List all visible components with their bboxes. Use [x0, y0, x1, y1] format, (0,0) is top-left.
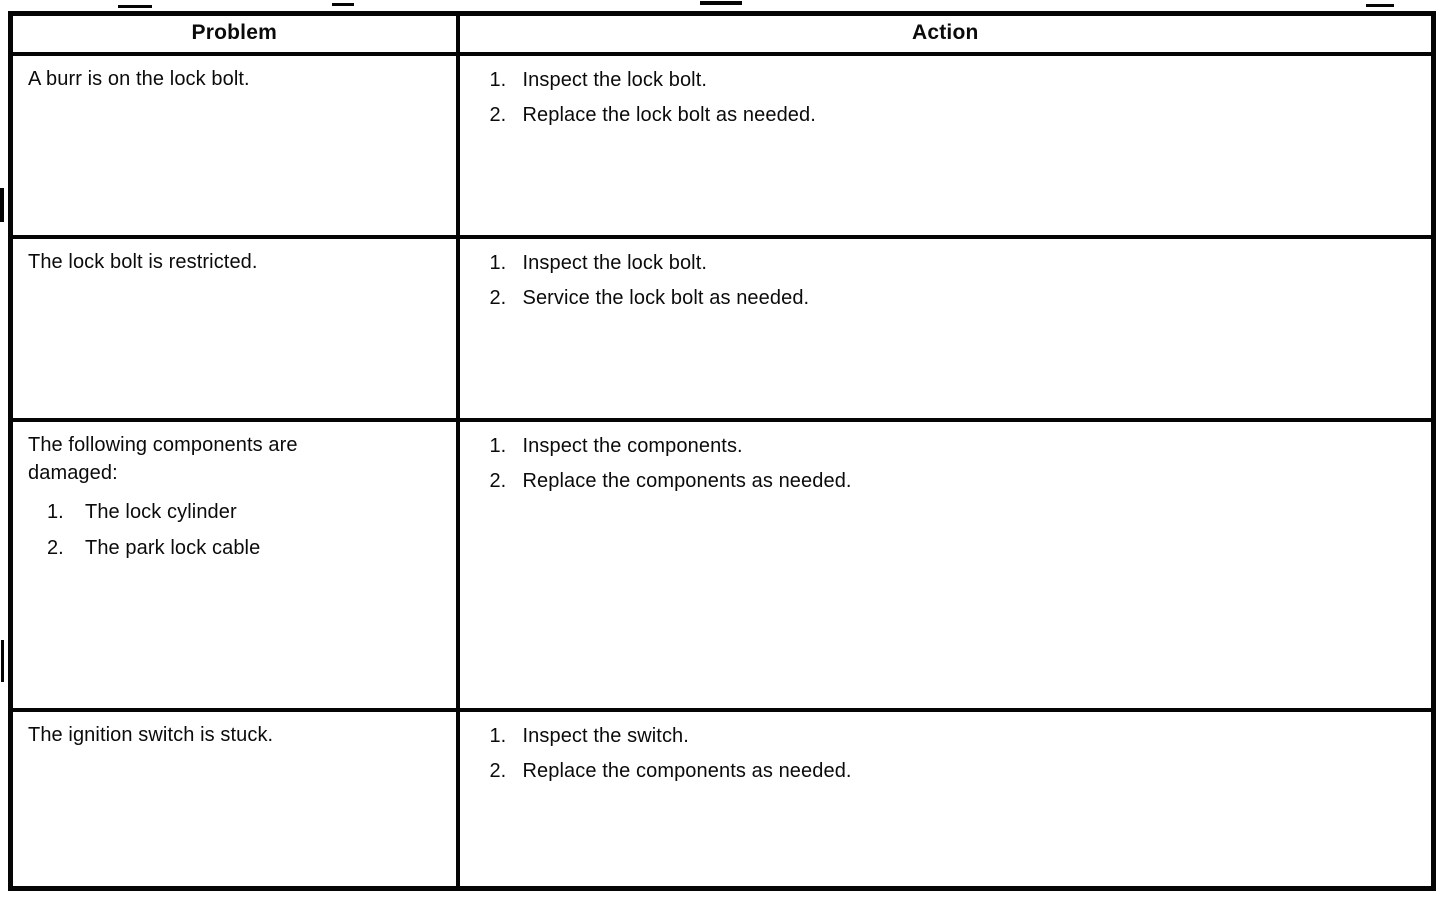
action-list: 1. Inspect the components. 2. Replace th…: [490, 429, 1412, 499]
problem-text: The following components are damaged:: [28, 434, 298, 484]
problem-text: The ignition switch is stuck.: [28, 724, 274, 746]
scan-noise-mark: [0, 188, 4, 222]
action-item: 1. Inspect the switch.: [490, 719, 1412, 754]
action-item: 1. Inspect the lock bolt.: [490, 63, 1412, 98]
problem-sub-item-number: 2.: [47, 537, 64, 559]
scan-noise-mark: [700, 1, 742, 5]
problem-sub-item: 2. The park lock cable: [47, 530, 436, 566]
problem-cell: The ignition switch is stuck.: [8, 708, 460, 890]
action-item-text: Service the lock bolt as needed.: [522, 287, 810, 309]
action-item: 2. Replace the components as needed.: [490, 464, 1412, 499]
action-item-number: 2.: [489, 760, 507, 782]
action-cell: 1. Inspect the components. 2. Replace th…: [455, 418, 1436, 712]
problem-sub-item-text: The park lock cable: [85, 537, 261, 559]
scan-noise-mark: [332, 3, 354, 6]
problem-text: The lock bolt is restricted.: [28, 251, 258, 273]
action-item-number: 1.: [489, 69, 507, 91]
action-cell: 1. Inspect the lock bolt. 2. Replace the…: [455, 52, 1436, 239]
table-row: A burr is on the lock bolt. 1. Inspect t…: [8, 52, 1436, 239]
scan-noise-mark: [1366, 4, 1394, 7]
action-list: 1. Inspect the lock bolt. 2. Service the…: [490, 246, 1412, 316]
action-item-text: Inspect the switch.: [522, 725, 689, 747]
table-row: The ignition switch is stuck. 1. Inspect…: [8, 708, 1436, 890]
problem-sub-item-text: The lock cylinder: [85, 501, 237, 523]
scan-noise-mark: [1, 640, 4, 682]
action-item-text: Inspect the lock bolt.: [522, 69, 708, 91]
troubleshooting-table: Problem Action A burr is on the lock bol…: [8, 11, 1436, 891]
action-item: 1. Inspect the lock bolt.: [490, 246, 1412, 281]
action-item-number: 2.: [489, 104, 507, 126]
action-item-text: Inspect the components.: [522, 435, 743, 457]
problem-cell: A burr is on the lock bolt.: [8, 52, 460, 239]
problem-cell: The lock bolt is restricted.: [8, 235, 460, 422]
action-cell: 1. Inspect the switch. 2. Replace the co…: [455, 708, 1436, 890]
action-item-number: 2.: [489, 287, 507, 309]
action-item: 2. Service the lock bolt as needed.: [490, 281, 1412, 316]
table-row: The lock bolt is restricted. 1. Inspect …: [8, 235, 1436, 422]
action-list: 1. Inspect the lock bolt. 2. Replace the…: [490, 63, 1412, 133]
problem-text: A burr is on the lock bolt.: [28, 68, 250, 90]
action-list: 1. Inspect the switch. 2. Replace the co…: [490, 719, 1412, 789]
action-item-number: 2.: [489, 470, 507, 492]
action-item-text: Replace the lock bolt as needed.: [522, 104, 816, 126]
column-header-problem: Problem: [8, 11, 460, 56]
problem-sub-item-number: 1.: [47, 501, 64, 523]
table-header-row: Problem Action: [8, 11, 1436, 56]
problem-cell: The following components are damaged: 1.…: [8, 418, 460, 712]
action-item-text: Replace the components as needed.: [522, 760, 852, 782]
action-item-number: 1.: [489, 252, 507, 274]
action-item: 2. Replace the lock bolt as needed.: [490, 98, 1412, 133]
action-cell: 1. Inspect the lock bolt. 2. Service the…: [455, 235, 1436, 422]
action-item-number: 1.: [489, 435, 507, 457]
problem-sub-list: 1. The lock cylinder 2. The park lock ca…: [28, 494, 436, 566]
action-item: 2. Replace the components as needed.: [490, 754, 1412, 789]
action-item-text: Inspect the lock bolt.: [522, 252, 708, 274]
action-item: 1. Inspect the components.: [490, 429, 1412, 464]
action-item-text: Replace the components as needed.: [522, 470, 852, 492]
table-row: The following components are damaged: 1.…: [8, 418, 1436, 712]
scan-noise-mark: [118, 5, 152, 8]
column-header-action: Action: [455, 11, 1436, 56]
problem-sub-item: 1. The lock cylinder: [47, 494, 436, 530]
action-item-number: 1.: [489, 725, 507, 747]
